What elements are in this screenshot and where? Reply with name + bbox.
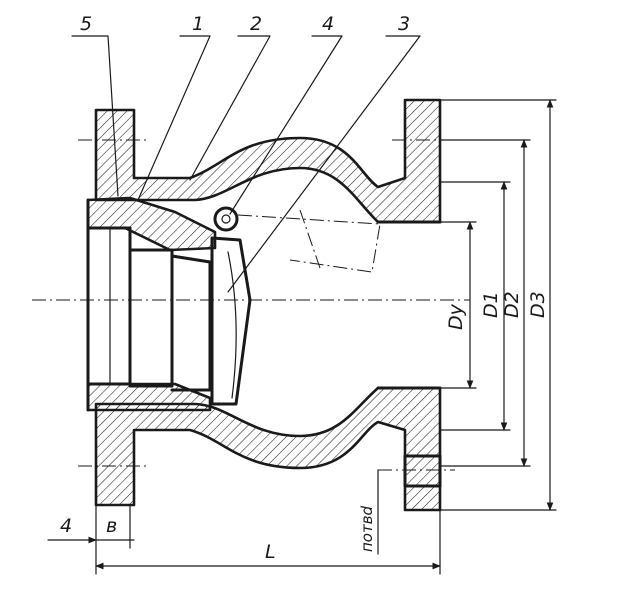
dim-flange-gap: 4 (60, 515, 72, 537)
callout-1: 1 (192, 13, 204, 35)
dim-flange-width: в (106, 515, 117, 537)
callout-2: 2 (250, 13, 262, 35)
dimension-lines (47, 99, 557, 575)
insert-shoulder (128, 248, 174, 388)
dim-dy: Dy (445, 303, 467, 330)
callout-5: 5 (80, 13, 92, 35)
seat-ring-upper (86, 196, 217, 252)
hinge-pin-outer (213, 206, 239, 232)
bolt-hole-lower-right (403, 454, 442, 488)
disc-open-axis (299, 209, 321, 269)
disc-open-phantom (237, 214, 381, 273)
dim-d2: D2 (501, 291, 523, 318)
callout-leaders (71, 35, 421, 293)
callout-4: 4 (322, 13, 334, 35)
callout-3: 3 (398, 13, 410, 35)
body-lower-section (94, 386, 442, 512)
hinge-pin-inner (221, 214, 231, 224)
dim-length: L (265, 541, 276, 563)
dim-d1: D1 (480, 291, 502, 318)
seat-ring-lower (86, 382, 212, 412)
body-upper-section (94, 98, 442, 224)
clapper-disc-inner (227, 251, 237, 399)
dim-d3: D3 (527, 291, 549, 318)
dim-bolt-hole: потвd (358, 505, 376, 552)
seat-face (170, 254, 212, 392)
clapper-disc (210, 236, 252, 406)
